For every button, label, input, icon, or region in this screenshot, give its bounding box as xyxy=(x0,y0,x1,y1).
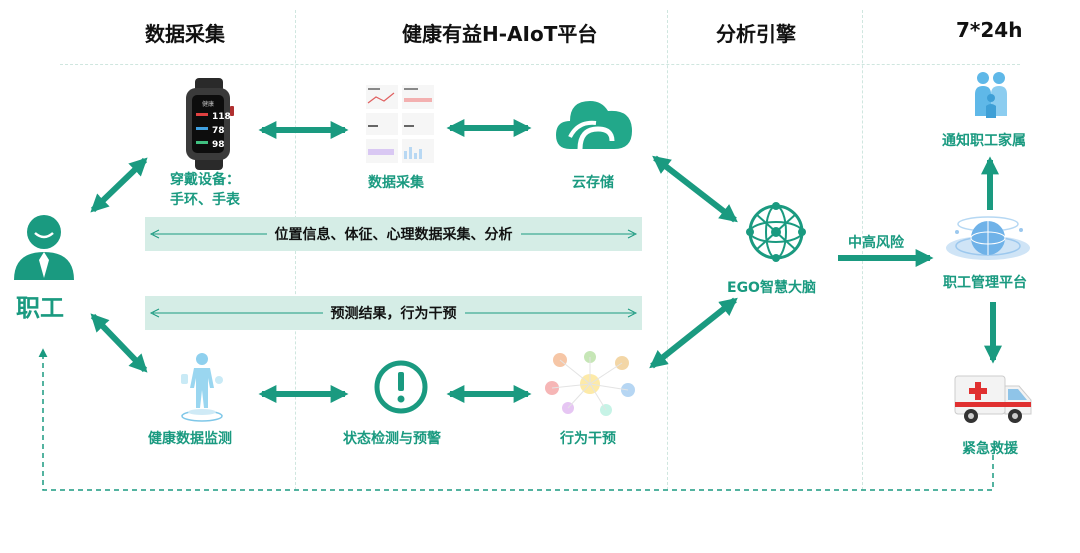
arrow-worker-monitor xyxy=(90,313,148,373)
risk-label: 中高风险 xyxy=(848,235,904,251)
platform-label: 职工管理平台 xyxy=(943,275,1027,291)
arrow-worker-wearable xyxy=(90,157,148,213)
cloud-icon xyxy=(556,101,632,150)
header-divider xyxy=(60,64,1020,65)
person-icon xyxy=(14,215,74,280)
arrow-intervention-brain xyxy=(649,297,738,369)
watch-screen-title: 健康 xyxy=(202,100,214,108)
smartwatch-icon: 健康 118 78 98 xyxy=(186,78,234,170)
column-divider-3 xyxy=(862,10,863,490)
band-top-label: 位置信息、体征、心理数据采集、分析 xyxy=(266,224,521,244)
feedback-loop-arrow xyxy=(38,348,994,491)
header-data-collection: 数据采集 xyxy=(145,22,225,46)
worker-label: 职工 xyxy=(16,294,64,322)
data-collect-label: 数据采集 xyxy=(368,175,424,191)
family-icon xyxy=(975,72,1007,118)
header-analysis-engine: 分析引擎 xyxy=(716,22,796,46)
health-monitor-label: 健康数据监测 xyxy=(148,431,232,447)
ego-brain-label: EGO智慧大脑 xyxy=(727,280,816,296)
wearable-label-line2: 手环、手表 xyxy=(170,192,240,208)
column-divider-2 xyxy=(667,10,668,490)
watch-value: 78 xyxy=(212,126,225,136)
arrow-cloud-brain xyxy=(652,155,738,223)
watch-value: 98 xyxy=(212,140,225,150)
header-24h: 7*24h xyxy=(956,18,1023,42)
intervention-cluster-icon xyxy=(545,351,635,416)
band-bottom-label: 预测结果，行为干预 xyxy=(322,303,465,323)
band-prediction: 预测结果，行为干预 xyxy=(145,296,642,330)
wearable-label-line1: 穿戴设备： xyxy=(170,172,240,188)
band-data-collection: 位置信息、体征、心理数据采集、分析 xyxy=(145,217,642,251)
header-platform: 健康有益H-AIoT平台 xyxy=(402,22,598,46)
cloud-storage-label: 云存储 xyxy=(572,175,614,191)
ambulance-icon xyxy=(954,375,1032,423)
watch-value: 118 xyxy=(212,112,231,122)
alert-icon xyxy=(374,360,428,414)
platform-globe-icon xyxy=(946,216,1030,260)
behavior-intervention-label: 行为干预 xyxy=(560,431,616,447)
brain-network-icon xyxy=(746,202,806,262)
body-scan-icon xyxy=(181,353,223,422)
dashboard-icon xyxy=(364,83,436,165)
emergency-label: 紧急救援 xyxy=(962,441,1018,457)
wearable-label: 穿戴设备： 手环、手表 xyxy=(170,170,240,210)
notify-family-label: 通知职工家属 xyxy=(942,133,1026,149)
status-alert-label: 状态检测与预警 xyxy=(343,431,441,447)
